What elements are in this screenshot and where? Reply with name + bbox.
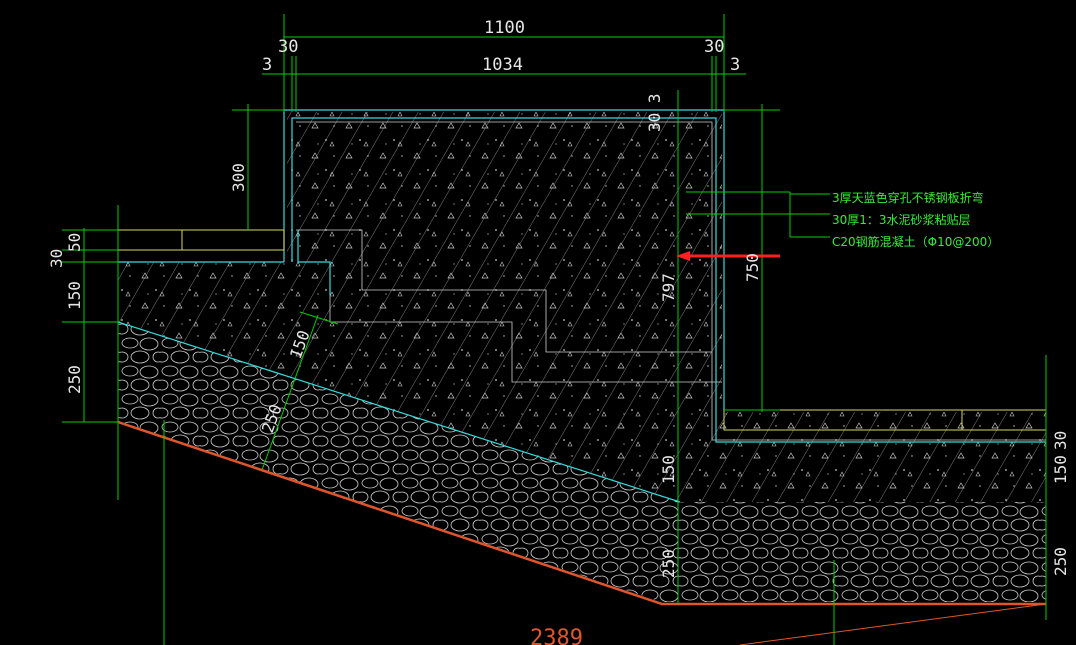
dim-right-offset: 30 (704, 37, 724, 57)
leader-arrow (676, 251, 780, 261)
dim-overall: 1100 (484, 18, 525, 38)
dim-bottom-250: 250 (659, 549, 678, 578)
dim-750: 750 (743, 253, 762, 282)
dimension-lines (62, 14, 1047, 645)
dim-finish-50: 50 (65, 233, 84, 252)
dim-right-gravel-250: 250 (1051, 547, 1070, 576)
material-notes: 3厚天蓝色穿孔不锈钢板折弯 30厚1：3水泥砂浆粘贴层 C20钢筋混凝土（Φ10… (832, 190, 999, 249)
dim-gravel-250: 250 (65, 365, 84, 394)
dim-left-offset: 30 (278, 37, 298, 57)
dim-inner: 1034 (482, 55, 523, 75)
note-steel-plate: 3厚天蓝色穿孔不锈钢板折弯 (832, 190, 984, 205)
note-mortar-layer: 30厚1：3水泥砂浆粘贴层 (832, 212, 971, 227)
dim-right-small: 3 (730, 55, 740, 75)
gravel-layer (118, 322, 1046, 602)
note-concrete: C20钢筋混凝土（Φ10@200） (832, 234, 999, 249)
dim-bottom-150: 150 (659, 455, 678, 484)
dim-top-right-small: 30 3 (645, 93, 664, 132)
dim-finish-30: 30 (47, 249, 66, 268)
dim-right-finish-30: 30 (1051, 431, 1070, 450)
dim-left-small: 3 (262, 55, 272, 75)
dim-slab-150: 150 (65, 281, 84, 310)
dim-797: 797 (659, 273, 678, 302)
dim-right-slab-150: 150 (1051, 455, 1070, 484)
outline-cyan (117, 109, 1046, 503)
ground-line (117, 420, 1047, 645)
dim-bottom-total: 2389 (530, 626, 583, 645)
concrete-body (118, 112, 1046, 502)
dim-curb-height: 300 (229, 163, 248, 192)
